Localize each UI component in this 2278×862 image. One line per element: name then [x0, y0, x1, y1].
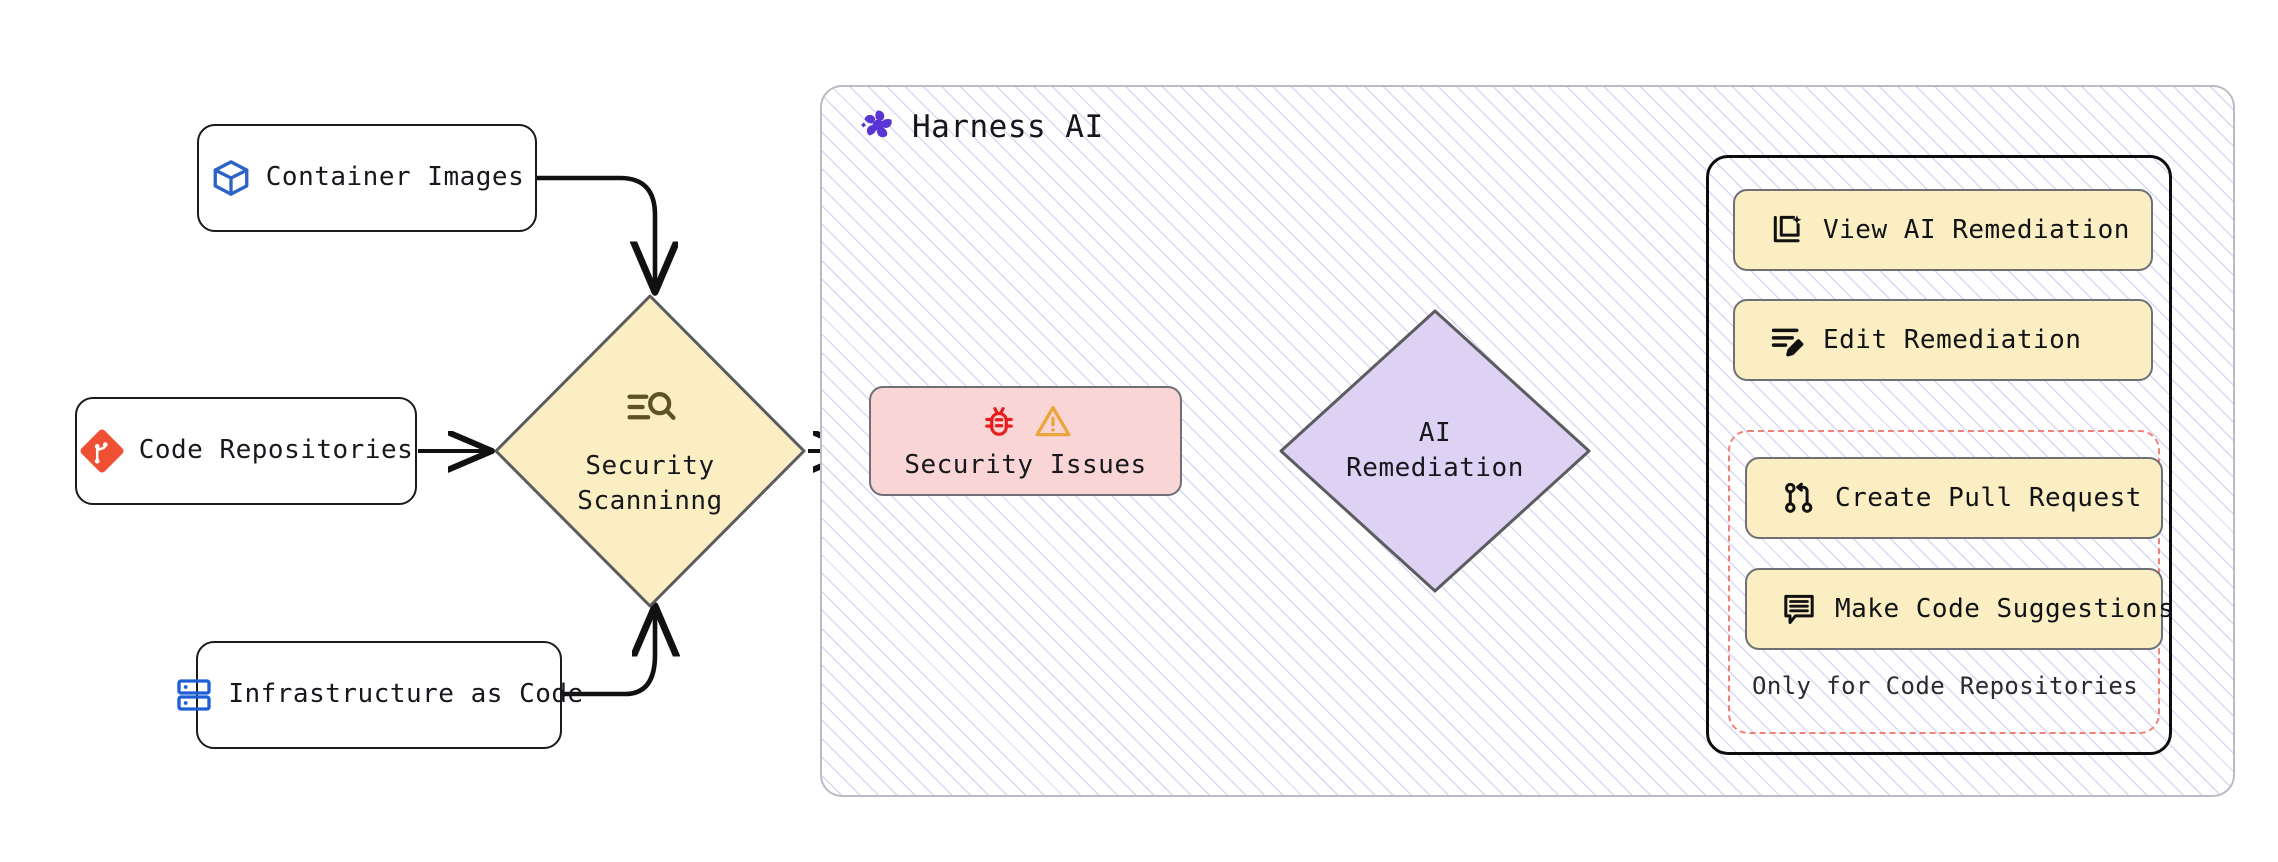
comment-lines-icon: [1781, 591, 1817, 627]
edge-container-to-scanning: [531, 175, 655, 290]
node-security-scanning[interactable]: Security Scanninng: [490, 290, 810, 612]
node-code-repositories[interactable]: Code Repositories: [75, 397, 417, 505]
harness-ai-header: Harness AI: [858, 105, 1104, 149]
scanning-line-1: Security: [585, 451, 715, 482]
remediation-line-2: Remediation: [1346, 453, 1524, 483]
node-security-issues[interactable]: Security Issues: [869, 386, 1182, 496]
node-infrastructure-as-code[interactable]: Infrastructure as Code: [177, 641, 583, 749]
node-label: Container Images: [265, 162, 525, 193]
button-label: View AI Remediation: [1823, 215, 2130, 245]
node-ai-remediation[interactable]: AI Remediation: [1275, 305, 1595, 597]
scanning-content: Security Scanninng: [490, 290, 810, 612]
button-make-code-suggestions[interactable]: Make Code Suggestions: [1745, 568, 2174, 650]
button-edit-remediation[interactable]: Edit Remediation: [1733, 299, 2153, 381]
code-repo-only-note: Only for Code Repositories: [1752, 672, 2139, 700]
list-search-icon: [624, 384, 676, 440]
security-issues-label: Security Issues: [904, 450, 1147, 480]
button-view-ai-remediation[interactable]: View AI Remediation: [1733, 189, 2153, 271]
button-label: Make Code Suggestions: [1835, 594, 2175, 624]
server-stack-icon: [174, 675, 214, 715]
button-label: Create Pull Request: [1835, 483, 2142, 513]
git-pull-request-icon: [1781, 480, 1817, 516]
remediation-content: AI Remediation: [1275, 305, 1595, 597]
cube-icon: [210, 157, 252, 199]
git-icon: [79, 428, 125, 474]
scanning-line-2: Scanninng: [577, 485, 723, 516]
node-container-images[interactable]: Container Images: [197, 124, 537, 232]
node-label: Infrastructure as Code: [228, 679, 584, 710]
node-label: Code Repositories: [138, 435, 414, 466]
page-sparkle-icon: [1769, 212, 1805, 248]
harness-ai-title: Harness AI: [912, 109, 1104, 145]
warning-triangle-icon: [1034, 402, 1072, 444]
bug-icon: [980, 402, 1018, 444]
button-create-pull-request[interactable]: Create Pull Request: [1745, 457, 2163, 539]
button-label: Edit Remediation: [1823, 325, 2082, 355]
harness-logo-icon: [858, 105, 898, 149]
lines-pencil-icon: [1769, 322, 1805, 358]
security-issue-icons: [980, 402, 1072, 444]
edge-iac-to-scanning: [559, 608, 655, 697]
remediation-line-1: AI: [1418, 418, 1452, 449]
remediation-actions-box: [1706, 155, 2172, 755]
